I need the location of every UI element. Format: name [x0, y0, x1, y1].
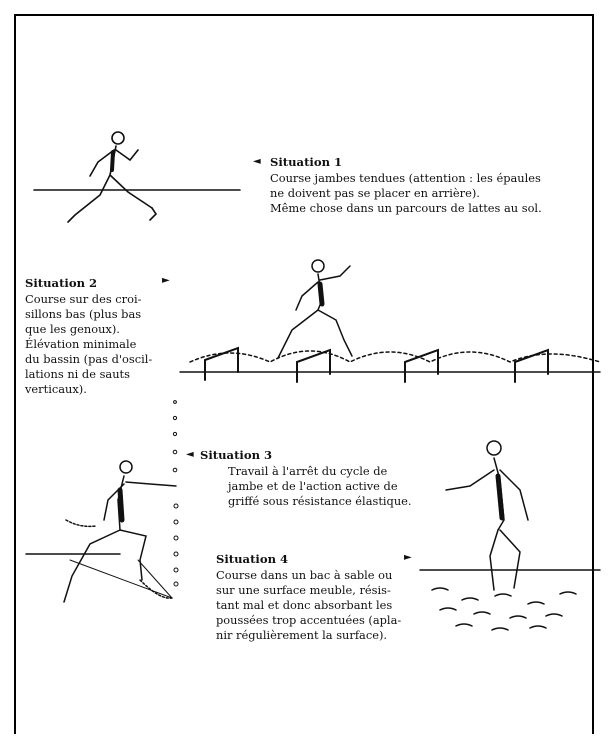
situation-1-block: Situation 1 Course jambes tendues (atten… — [270, 155, 542, 216]
situation-1-line: Même chose dans un parcours de lattes au… — [270, 201, 542, 215]
situation-1-line: ne doivent pas se placer en arrière). — [270, 186, 480, 200]
elastic-dots — [172, 400, 179, 587]
pointer-left-icon: ◄ — [186, 449, 194, 460]
situation-4-line: sur une surface meuble, résis- — [216, 583, 391, 597]
situation-3-line: jambe et de l'action active de — [228, 479, 398, 493]
situation-3-block: Situation 3 Travail à l'arrêt du cycle d… — [200, 448, 412, 509]
situation-2-line: verticaux). — [25, 382, 87, 396]
situation-1-line: Course jambes tendues (attention : les é… — [270, 171, 541, 185]
situation-2-line: sillons bas (plus bas — [25, 307, 142, 321]
situation-3-title: Situation 3 — [200, 448, 273, 462]
situation-4-line: poussées trop accentuées (apla- — [216, 613, 402, 627]
situation-4-line: Course dans un bac à sable ou — [216, 568, 393, 582]
elastic-drill-figure — [25, 460, 177, 603]
situation-2-line: Course sur des croi- — [25, 292, 142, 306]
hurdle-runner-figure — [179, 259, 601, 383]
sand-runner-figure — [419, 440, 601, 631]
situation-3-line: griffé sous résistance élastique. — [228, 494, 412, 508]
pointer-left-icon: ◄ — [253, 156, 261, 167]
situation-2-line: Élévation minimale — [25, 337, 137, 351]
situation-1-title: Situation 1 — [270, 155, 343, 169]
situation-2-title: Situation 2 — [25, 276, 98, 290]
situation-4-title: Situation 4 — [216, 552, 289, 566]
situation-2-block: Situation 2 Course sur des croi- sillons… — [25, 276, 175, 397]
situation-4-block: Situation 4 Course dans un bac à sable o… — [216, 552, 401, 643]
runner-figure-1 — [33, 131, 241, 223]
page-frame — [14, 14, 594, 734]
situation-3-line: Travail à l'arrêt du cycle de — [228, 464, 388, 478]
situation-2-line: que les genoux). — [25, 322, 120, 336]
situation-2-line: lations ni de sauts — [25, 367, 130, 381]
situation-2-line: du bassin (pas d'oscil- — [25, 352, 153, 366]
pointer-right-icon: ► — [404, 552, 412, 563]
situation-4-line: nir régulièrement la surface). — [216, 628, 388, 642]
situation-4-line: tant mal et donc absorbant les — [216, 598, 393, 612]
pointer-right-icon: ► — [162, 275, 170, 286]
